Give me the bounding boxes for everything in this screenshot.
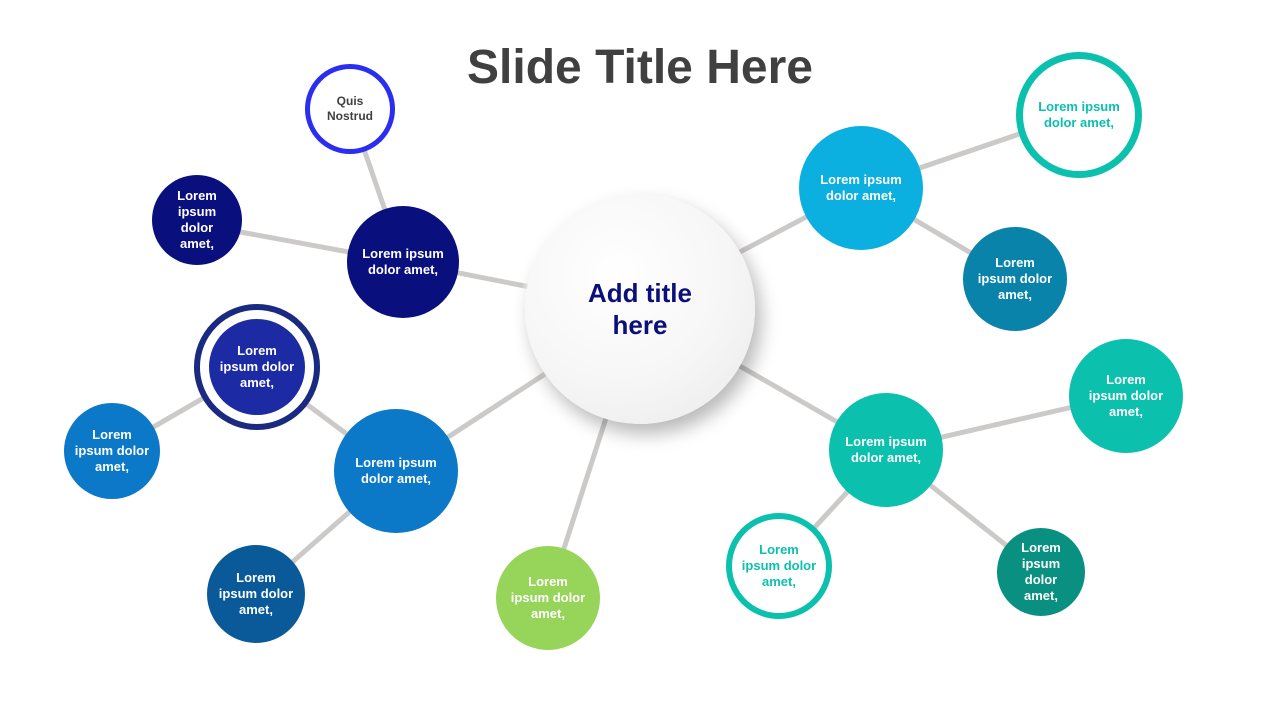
node-label: Quis Nostrud <box>327 94 373 123</box>
node-label: Lorem ipsum dolor amet, <box>1021 540 1061 603</box>
node-sw-hub[interactable]: Lorem ipsum dolor amet, <box>334 409 458 533</box>
node-quis-nostrud[interactable]: Quis Nostrud <box>305 64 395 154</box>
node-label: Lorem ipsum dolor amet, <box>355 455 437 486</box>
node-se-right[interactable]: Lorem ipsum dolor amet, <box>1069 339 1183 453</box>
node-se-ring[interactable]: Lorem ipsum dolor amet, <box>726 513 832 619</box>
node-s-green[interactable]: Lorem ipsum dolor amet, <box>496 546 600 650</box>
node-nw-small[interactable]: Lorem ipsum dolor amet, <box>152 175 242 265</box>
slide-title: Slide Title Here <box>467 41 813 94</box>
node-ne-small[interactable]: Lorem ipsum dolor amet, <box>963 227 1067 331</box>
node-w-ring[interactable]: Lorem ipsum dolor amet, <box>194 304 320 430</box>
node-se-bottom[interactable]: Lorem ipsum dolor amet, <box>997 528 1085 616</box>
node-label: Lorem ipsum dolor amet, <box>218 570 294 617</box>
node-label: Lorem ipsum dolor amet, <box>845 434 927 465</box>
node-label: Lorem ipsum dolor amet, <box>510 574 586 621</box>
node-w-ring-inner: Lorem ipsum dolor amet, <box>209 319 305 415</box>
node-nw-hub[interactable]: Lorem ipsum dolor amet, <box>347 206 459 318</box>
node-ne-ring[interactable]: Lorem ipsum dolor amet, <box>1016 52 1142 178</box>
node-label: Lorem ipsum dolor amet, <box>820 172 902 203</box>
center-topic-label: Add title here <box>588 278 692 340</box>
center-topic-node[interactable]: Add title here <box>525 194 755 424</box>
node-label: Lorem ipsum dolor amet, <box>219 343 295 390</box>
node-label: Lorem ipsum dolor amet, <box>1038 99 1120 130</box>
node-ne-hub[interactable]: Lorem ipsum dolor amet, <box>799 126 923 250</box>
node-label: Lorem ipsum dolor amet, <box>1088 372 1164 419</box>
node-se-hub[interactable]: Lorem ipsum dolor amet, <box>829 393 943 507</box>
node-label: Lorem ipsum dolor amet, <box>177 188 217 251</box>
node-label: Lorem ipsum dolor amet, <box>74 427 150 474</box>
node-sw-bottom[interactable]: Lorem ipsum dolor amet, <box>207 545 305 643</box>
node-label: Lorem ipsum dolor amet, <box>741 542 817 589</box>
node-label: Lorem ipsum dolor amet, <box>977 255 1053 302</box>
node-w-left[interactable]: Lorem ipsum dolor amet, <box>64 403 160 499</box>
node-label: Lorem ipsum dolor amet, <box>362 246 444 277</box>
